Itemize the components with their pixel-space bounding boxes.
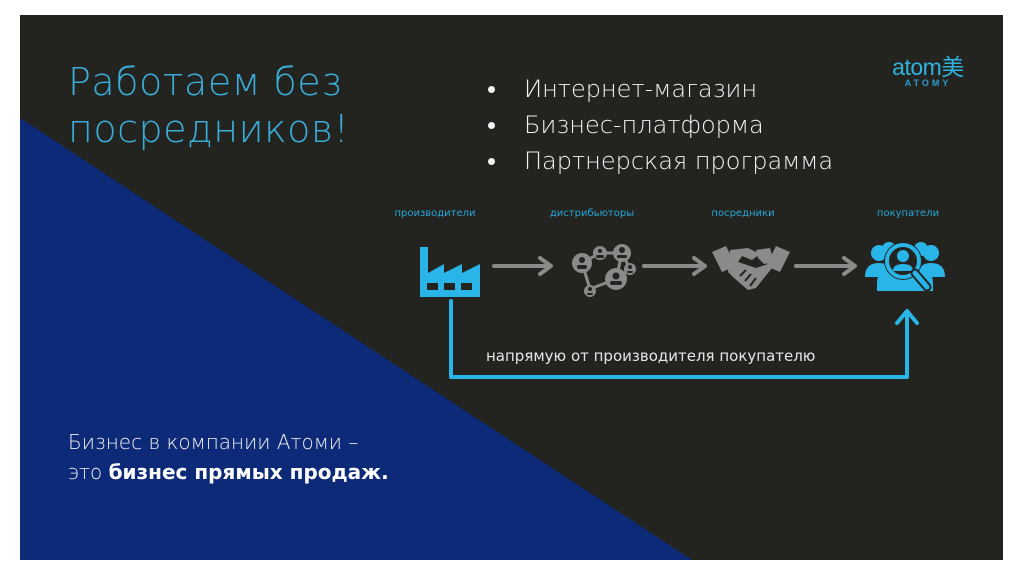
blue-triangle-background [20,118,692,560]
network-icon [572,244,636,297]
tagline: Бизнес в компании Атоми – это бизнес пря… [68,427,389,487]
feature-list: Интернет-магазин Бизнес-платформа Партне… [482,71,833,179]
factory-icon [420,247,480,297]
tagline-line-2: это бизнес прямых продаж. [68,460,389,484]
customers-search-icon [865,242,945,292]
tagline-line-1: Бизнес в компании Атоми – [68,430,359,454]
stage-label-distributors: дистрибьюторы [549,208,635,219]
slide: Работаем без посредников! Интернет-магаз… [20,15,1003,560]
title-line-2: посредников! [68,107,350,151]
tagline-emphasis: бизнес прямых продаж. [108,460,389,484]
logo-wordmark: atom美 [892,54,964,80]
title-line-1: Работаем без [68,60,343,104]
feature-item: Партнерская программа [482,143,833,179]
stage-label-intermediaries: посредники [711,208,775,219]
direct-path-label: напрямую от производителя покупателю [486,347,816,365]
stage-label-producers: производители [394,208,476,219]
feature-item: Интернет-магазин [482,71,833,107]
bullet-icon [488,158,495,165]
slide-title: Работаем без посредников! [68,59,349,153]
stage-label-buyers: покупатели [876,208,940,219]
atomy-logo: atom美 ATOMY [888,55,968,88]
bullet-icon [488,86,495,93]
bullet-icon [488,122,495,129]
feature-item: Бизнес-платформа [482,107,833,143]
handshake-icon [712,246,790,290]
logo-subtitle: ATOMY [904,78,952,88]
